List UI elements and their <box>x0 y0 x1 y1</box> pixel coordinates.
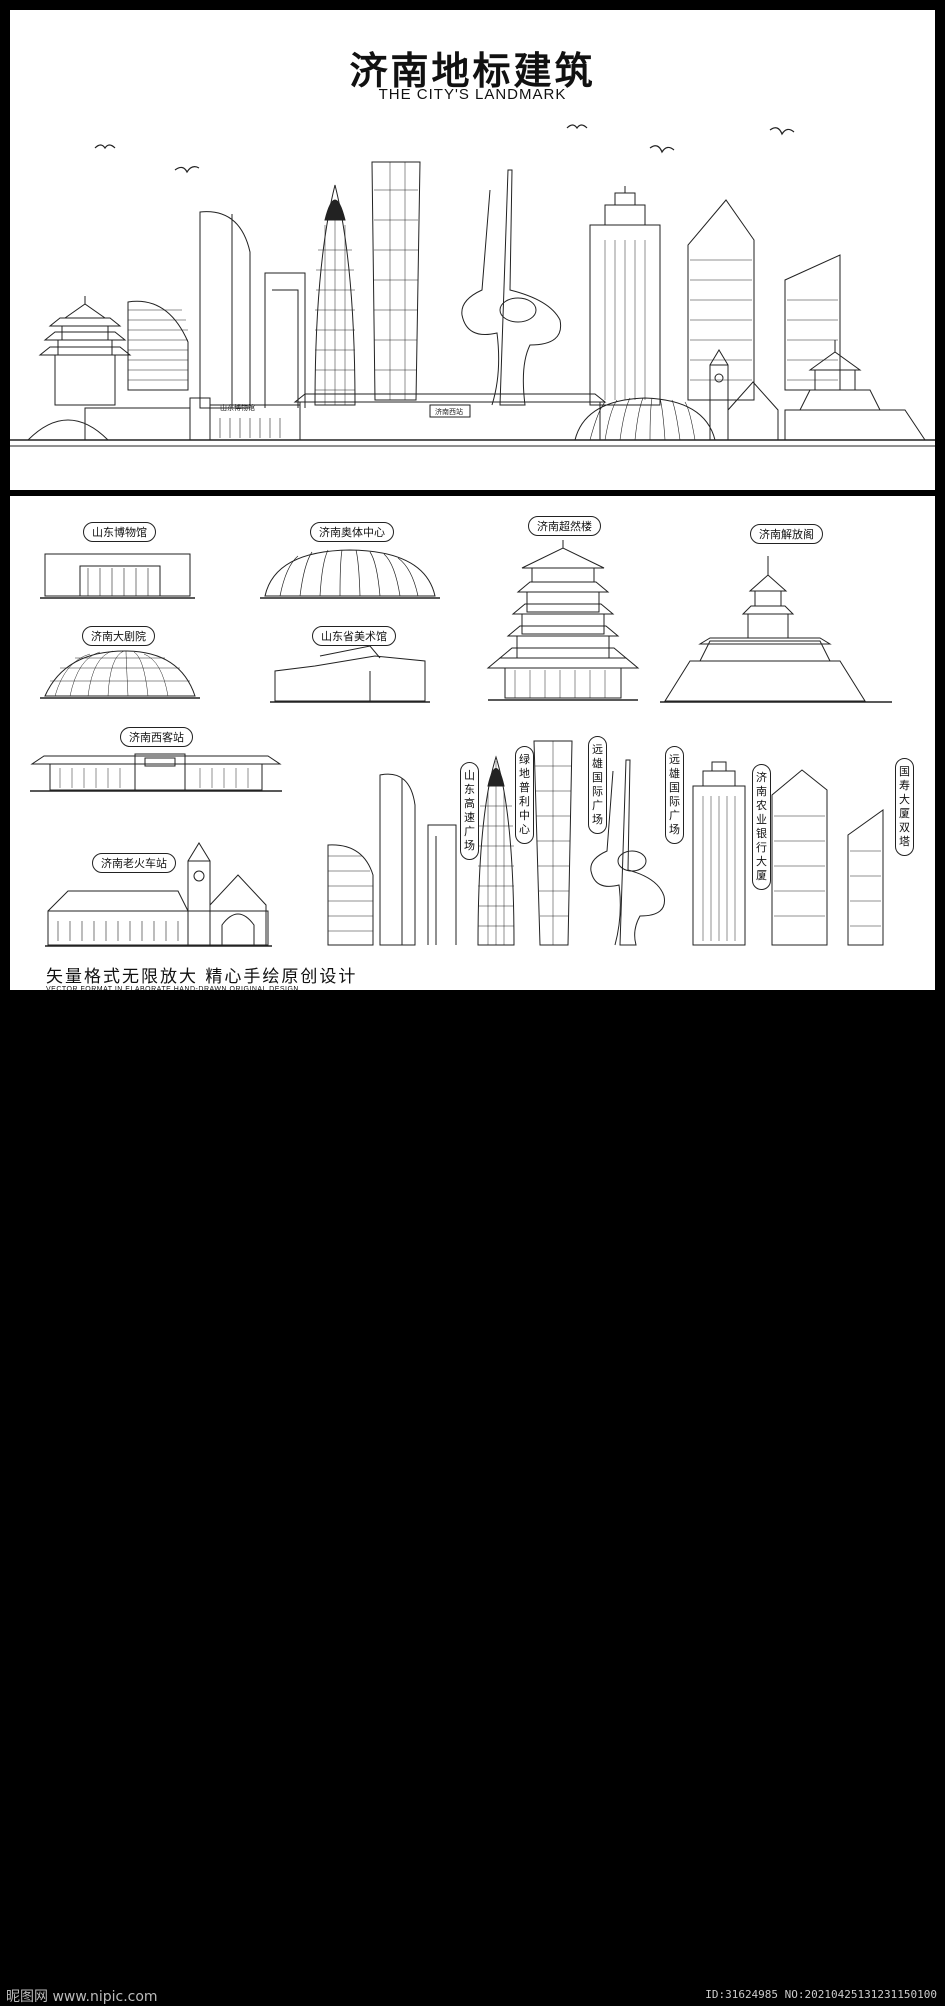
watermark-site: 昵图网 www.nipic.com <box>6 1989 158 2005</box>
label-grand-theatre: 济南大剧院 <box>82 626 155 646</box>
greenland-center-drawing <box>477 755 515 946</box>
agri-bank-drawing <box>692 761 746 946</box>
label-yuanxiong-1: 远雄国际广场 <box>588 736 607 834</box>
label-greenland-center: 绿地普利中心 <box>515 746 534 844</box>
guoshou-towers-drawing <box>771 769 884 946</box>
page-subtitle: THE CITY'S LANDMARK <box>378 86 567 103</box>
hispeed-plaza-drawing <box>327 773 457 946</box>
shandong-museum-drawing <box>40 553 195 599</box>
yuanxiong-tower-drawing <box>533 740 573 946</box>
label-agri-bank: 济南农业银行大厦 <box>752 764 771 890</box>
birds-group <box>94 124 795 174</box>
label-shandong-museum: 山东博物馆 <box>83 522 156 542</box>
footer-slogan: 矢量格式无限放大 精心手绘原创设计 <box>46 967 358 987</box>
landmarks-illustration <box>30 540 892 947</box>
label-hispeed-plaza: 山东高速广场 <box>460 762 479 860</box>
watermark-id: ID:31624985 NO:20210425131231150100 <box>705 1988 937 2001</box>
spring-sculpture-drawing <box>590 759 665 946</box>
olympic-center-drawing <box>260 549 440 599</box>
page-title: 济南地标建筑 <box>349 49 596 93</box>
watermark-bar: 昵图网 www.nipic.com ID:31624985 NO:2021042… <box>0 990 945 2005</box>
label-olympic-center: 济南奥体中心 <box>310 522 394 542</box>
chaoran-tower-full-drawing <box>486 540 640 701</box>
art-museum-drawing <box>270 645 430 703</box>
jiefang-pavilion-drawing <box>660 556 892 703</box>
footer-slogan-en: VECTOR FORMAT IN ELABORATE HAND-DRAWN OR… <box>46 986 299 993</box>
label-art-museum: 山东省美术馆 <box>312 626 396 646</box>
label-jiefang-pavilion: 济南解放阁 <box>750 524 823 544</box>
label-old-railway-station: 济南老火车站 <box>92 853 176 873</box>
label-chaoran-tower: 济南超然楼 <box>528 516 601 536</box>
label-guoshou-towers: 国寿大厦双塔 <box>895 758 914 856</box>
label-west-station: 济南西客站 <box>120 727 193 747</box>
landmarks-panel: 山东博物馆 济南奥体中心 济南超然楼 济南解放阁 济南大剧院 山东省美术馆 济南… <box>10 496 935 990</box>
grand-theatre-drawing <box>40 650 200 699</box>
station-sign: 济南西站 <box>435 407 463 416</box>
old-railway-station-drawing <box>45 842 272 947</box>
skyline-illustration: 山东博物馆 济南 <box>10 124 935 447</box>
west-station-full-drawing <box>30 753 282 792</box>
label-yuanxiong-2: 远雄国际广场 <box>665 746 684 844</box>
chaoran-tower-drawing <box>27 296 132 441</box>
skyline-panel: 济南地标建筑 THE CITY'S LANDMARK <box>10 10 935 490</box>
